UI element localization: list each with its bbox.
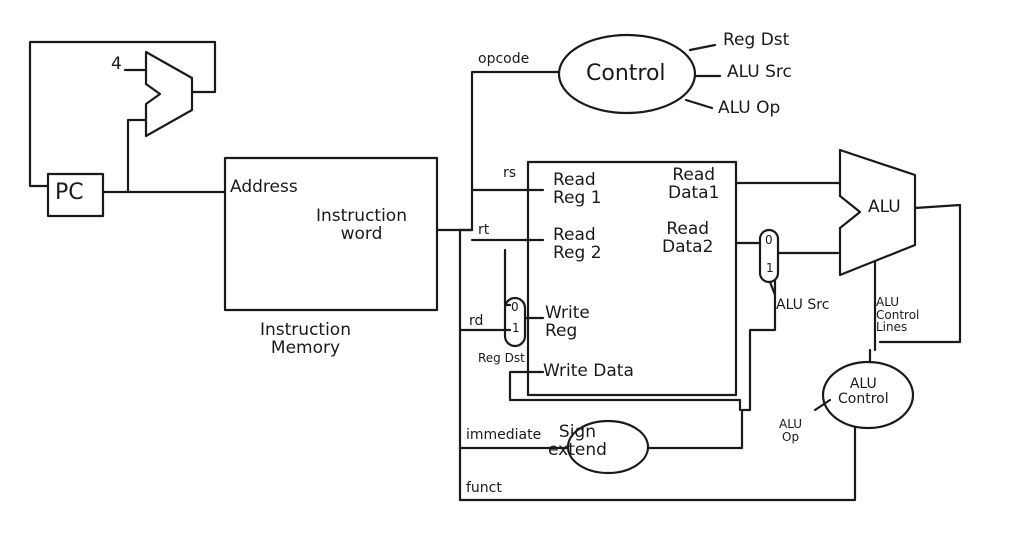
read-data2-label: Read Data2 xyxy=(662,219,714,257)
read-reg1-label: Read Reg 1 xyxy=(553,170,602,208)
control-out-regdst xyxy=(688,43,717,52)
mux-alusrc-in1: 1 xyxy=(766,261,774,275)
write-data-wire xyxy=(508,370,742,412)
control-out-regdst-label: Reg Dst xyxy=(723,30,790,50)
mux-alusrc-label: ALU Src xyxy=(776,297,830,313)
immediate-label: immediate xyxy=(466,427,542,443)
alu-op-arrow xyxy=(813,398,832,412)
mux-regdst-label: Reg Dst xyxy=(478,351,525,365)
control-ellipse xyxy=(557,33,697,115)
control-out-aluop xyxy=(684,98,714,110)
alu-control-ellipse xyxy=(821,360,915,430)
instruction-memory-caption: Instruction Memory xyxy=(260,320,351,358)
opcode-label: opcode xyxy=(478,51,530,67)
rt-label: rt xyxy=(478,222,490,238)
mux-regdst-in0: 0 xyxy=(511,300,519,314)
instruction-word-label: Instruction word xyxy=(316,206,407,244)
pc-box xyxy=(46,172,105,218)
write-reg-label: Write Reg xyxy=(545,303,590,341)
pc-to-adder-wire xyxy=(126,118,148,194)
address-label: Address xyxy=(230,177,298,197)
rd-label: rd xyxy=(469,313,484,329)
read-reg2-label: Read Reg 2 xyxy=(553,225,602,263)
instruction-memory-box xyxy=(223,156,439,312)
rt-to-mux-wire xyxy=(503,248,512,307)
mux-alusrc-in0: 0 xyxy=(765,233,773,247)
control-out-aluop-label: ALU Op xyxy=(718,98,781,118)
alu-shape xyxy=(838,148,917,277)
funct-label: funct xyxy=(466,480,502,496)
pc-label: PC xyxy=(55,180,84,205)
vertical-bus xyxy=(458,106,474,502)
register-file-box xyxy=(526,160,738,397)
alu-control-label: ALU Control xyxy=(838,376,889,407)
pc-loop-wire xyxy=(28,40,217,188)
sign-extend-label: Sign extend xyxy=(548,422,607,460)
opcode-wire xyxy=(470,70,561,110)
control-out-alusrc-label: ALU Src xyxy=(727,62,792,82)
write-data-label: Write Data xyxy=(543,361,634,381)
adder-input-label: 4 xyxy=(111,54,122,74)
mux-regdst xyxy=(503,296,527,348)
sign-extend-out-wire xyxy=(646,278,777,450)
alu-label: ALU xyxy=(868,197,901,217)
control-label: Control xyxy=(586,61,666,86)
alu-output-wire xyxy=(878,203,962,344)
funct-wire xyxy=(458,426,857,502)
adder-shape xyxy=(144,50,194,138)
mux-regdst-in1: 1 xyxy=(512,321,520,335)
alu-control-lines-label: ALU Control Lines xyxy=(876,295,920,335)
rs-label: rs xyxy=(503,165,517,181)
alu-op-label: ALU Op xyxy=(779,417,803,444)
read-data1-label: Read Data1 xyxy=(668,165,720,203)
